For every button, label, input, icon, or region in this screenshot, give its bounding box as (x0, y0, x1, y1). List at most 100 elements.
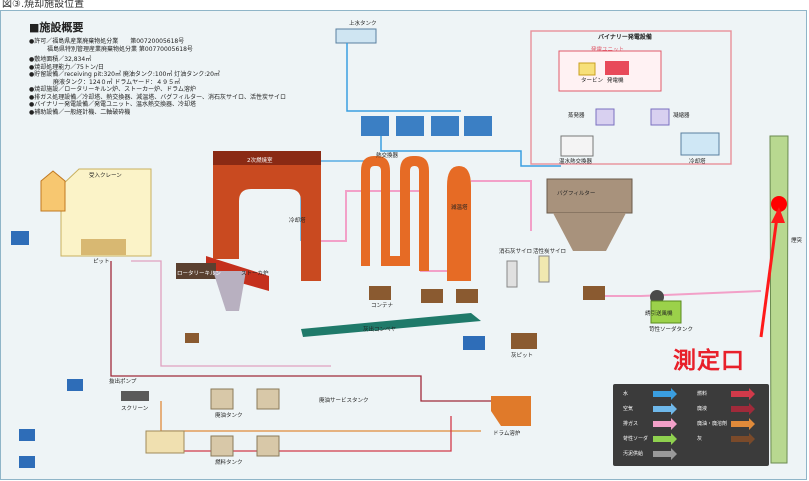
label-turbine: タービン (581, 78, 604, 84)
turbine (578, 62, 596, 76)
measurement-label: 測定口 (673, 348, 745, 374)
sludge-container (185, 333, 199, 343)
pit (81, 239, 126, 255)
label-drum: ドラム溶炉 (493, 431, 521, 437)
stoker-ash-hopper (213, 271, 246, 311)
legend-item: 排ガス (623, 421, 639, 427)
legend-item: 水 (623, 391, 629, 397)
carbon-silo (538, 255, 550, 283)
label-crane: 受入クレーン (89, 173, 122, 179)
truck-2 (67, 379, 83, 391)
label-container: コンテナ (371, 303, 394, 309)
page-caption: 図③.焼却施設位置 (2, 0, 85, 10)
legend-item: 空気 (623, 406, 634, 412)
reservoir-3 (431, 116, 459, 136)
silo-building (40, 170, 66, 212)
receiving-hall (60, 168, 152, 257)
container-3 (456, 289, 478, 303)
label-evaporator: 蒸発器 (568, 113, 585, 119)
info-line: ●補助設備／一般経計機、二軸破砕機 (29, 108, 131, 116)
screen-unit (121, 391, 149, 401)
sludge-tank (145, 430, 185, 454)
legend-item: 燃料 (697, 391, 708, 397)
info-line: ●焼却処理能力／75トン/日 (29, 63, 104, 71)
waste-line (160, 401, 481, 432)
measurement-arrow-head (771, 207, 785, 223)
process-diagram (11, 28, 789, 468)
gas-duct (591, 290, 762, 297)
label-fan: 誘引送風機 (645, 311, 673, 317)
label-stoker: ストーカ炉 (241, 271, 269, 277)
label-secondary: 2次燃焼室 (247, 158, 273, 164)
label-pit-pump: 抜出ポンプ (109, 379, 137, 385)
label-quench: 減温塔 (451, 205, 468, 211)
label-cooler: 冷却塔 (289, 218, 306, 224)
quench-tower (447, 166, 471, 281)
info-line: ●敷地面積／32,834㎡ (29, 56, 92, 63)
legend: 水 空気 排ガス 苛性ソーダ 汚泥供給 燃料 廃液 廃油・廃溶剤 灰 (613, 384, 769, 466)
ash-conveyor (301, 313, 481, 337)
ash-container (463, 336, 485, 350)
label-hw-exchanger: 温水熱交換器 (559, 159, 593, 165)
heat-exchanger (361, 156, 429, 271)
label-carbon-silo: 活性炭サイロ (533, 249, 567, 255)
fuel-tank-1 (210, 435, 234, 457)
waste-line (131, 260, 331, 367)
label-generator: 発電機 (607, 78, 624, 84)
legend-arrows (653, 388, 755, 460)
water-tank (335, 28, 377, 44)
label-lime-silo: 消石灰サイロ (499, 249, 533, 255)
secondary-chamber-top (213, 151, 321, 165)
truck-1 (11, 231, 29, 245)
generator (605, 61, 629, 75)
label-water-tank: 上水タンク (349, 21, 377, 27)
info-line: ●許可／福島県産業廃棄物処分業 第00720005618号 (29, 38, 185, 45)
diagram-frame: ■施設概要 ●許可／福島県産業廃棄物処分業 第00720005618号 福島県特… (0, 10, 807, 480)
water-pipe (346, 43, 461, 112)
info-line: ●焼却施設／ロータリーキルン炉、ストーカー炉、ドラム溶炉 (29, 86, 196, 93)
label-ash-pit: 灰ピット (511, 353, 534, 359)
container-1 (369, 286, 391, 300)
reservoir-1 (361, 116, 389, 136)
truck-4 (19, 456, 35, 468)
legend-item: 苛性ソーダ (623, 436, 649, 442)
reservoir-2 (396, 116, 424, 136)
label-heat-exchanger: 熱交換器 (376, 153, 399, 159)
info-line: 廃液タンク：124０㎥ ドラムヤード：４９５㎡ (29, 78, 181, 86)
label-soda-tank: 苛性ソーダタンク (649, 327, 694, 333)
gas-duct (471, 180, 532, 231)
container-2 (421, 289, 443, 303)
label-cooling-tower: 冷却塔 (689, 159, 706, 165)
legend-item: 廃液 (697, 406, 708, 412)
bag-filter-hopper (553, 213, 626, 251)
waste-line (110, 261, 491, 402)
stack (769, 135, 789, 464)
reservoir-4 (464, 116, 492, 136)
label-service-tank: 廃油サービスタンク (319, 398, 369, 404)
evaporator (595, 108, 615, 126)
label-power-unit: 発電ユニット (591, 47, 625, 53)
label-screen: スクリーン (121, 406, 149, 412)
soda-tank (650, 300, 682, 324)
label-pit: ピット (93, 259, 110, 265)
binary-outline (530, 30, 732, 165)
facility-info: ■施設概要 ●許可／福島県産業廃棄物処分業 第00720005618号 福島県特… (29, 21, 286, 116)
secondary-chamber (213, 151, 321, 281)
label-bag: バグフィルター (557, 191, 596, 197)
waste-oil-tank-2 (256, 388, 280, 410)
drum-melter (491, 396, 531, 426)
container-4 (583, 286, 605, 300)
legend-item: 汚泥供給 (623, 451, 644, 457)
water-pipe (380, 136, 561, 167)
info-line: 福島県特別管理産業廃棄物処分業 第00770005618号 (29, 45, 193, 53)
condenser (650, 108, 670, 126)
truck-3 (19, 429, 35, 441)
hot-water-exchanger (560, 135, 594, 157)
info-line: ●排ガス処理設備／冷却塔、熱交換器、減温塔、バグフィルター、消石灰サイロ、活性炭… (29, 93, 287, 101)
waste-oil-tank-1 (210, 388, 234, 410)
label-kiln: ロータリーキルン (177, 271, 221, 277)
lime-silo (506, 260, 518, 288)
info-line: ●貯留設備／receiving pit:320㎥ 廃油タンク:100㎥ 灯油タン… (29, 71, 220, 78)
info-title: ■施設概要 (29, 21, 84, 34)
legend-item: 灰 (697, 436, 703, 442)
